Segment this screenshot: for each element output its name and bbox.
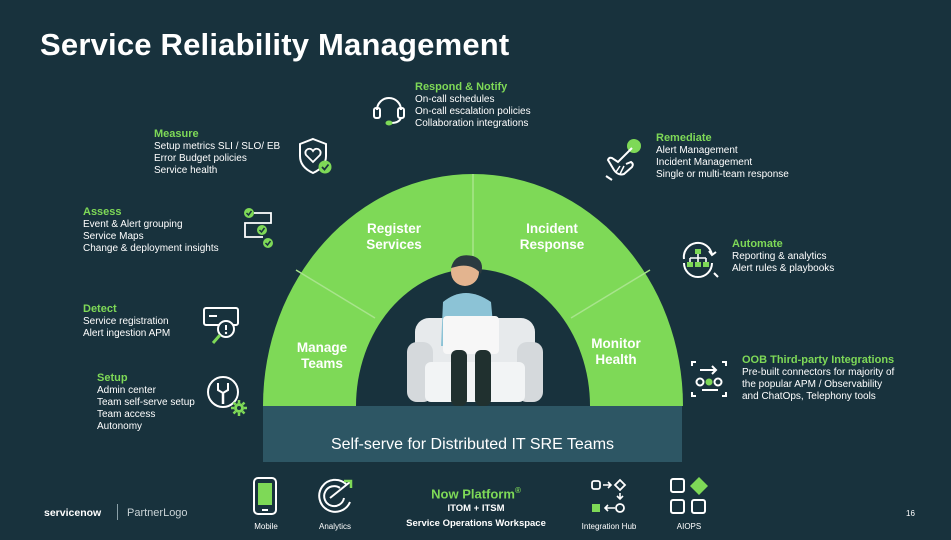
integration-hub-icon: [589, 478, 629, 516]
aiops-icon: [668, 476, 710, 518]
checklist-icon: [241, 205, 277, 249]
banner-text: Self-serve for Distributed IT SRE Teams: [330, 436, 615, 453]
magnify-alert-icon: [201, 305, 243, 347]
feature-measure: Measure Setup metrics SLI / SLO/ EB Erro…: [154, 128, 281, 176]
aiops-label: AIOPS: [676, 522, 702, 531]
connectors-icon: [688, 358, 730, 400]
feature-assess: Assess Event & Alert grouping Service Ma…: [83, 206, 219, 254]
feature-oob-integrations: OOB Third-party Integrations Pre-built c…: [742, 354, 895, 402]
integration-hub-label: Integration Hub: [581, 522, 637, 531]
partner-logo: PartnerLogo: [127, 507, 188, 519]
mobile-icon: [252, 476, 278, 516]
feature-detect: Detect Service registration Alert ingest…: [83, 303, 171, 339]
wrench-gear-icon: [205, 374, 249, 418]
feature-setup: Setup Admin center Team self-serve setup…: [97, 372, 195, 432]
feature-automate: Automate Reporting & analytics Alert rul…: [732, 238, 835, 274]
feature-remediate: Remediate Alert Management Incident Mana…: [656, 132, 789, 180]
footer-divider: [117, 504, 118, 520]
banner: [263, 406, 682, 462]
segment-incident-response: Incident Response: [519, 221, 585, 252]
segment-monitor-health: Monitor Health: [591, 336, 641, 367]
mobile-label: Mobile: [254, 522, 278, 531]
headset-icon: [371, 90, 407, 126]
feature-respond-notify: Respond & Notify On-call schedules On-ca…: [415, 81, 531, 129]
hand-click-icon: [600, 136, 646, 182]
analytics-icon: [316, 476, 356, 516]
now-platform-title: Now Platform®: [431, 486, 521, 502]
analytics-label: Analytics: [318, 522, 351, 531]
workflow-cycle-icon: [676, 237, 720, 281]
shield-heart-icon: [296, 136, 334, 176]
servicenow-logo: servicenow: [44, 507, 102, 519]
now-platform-reg: ®: [514, 486, 521, 495]
now-platform-itom-itsm: ITOM + ITSM: [447, 503, 505, 514]
segment-register-services: Register Services: [366, 221, 422, 252]
page-number: 16: [906, 509, 915, 518]
person-on-armchair-illustration: [407, 255, 543, 406]
slide-title: Service Reliability Management: [40, 27, 510, 62]
now-platform-workspace: Service Operations Workspace: [406, 518, 546, 529]
segment-manage-teams: Manage Teams: [296, 340, 348, 371]
